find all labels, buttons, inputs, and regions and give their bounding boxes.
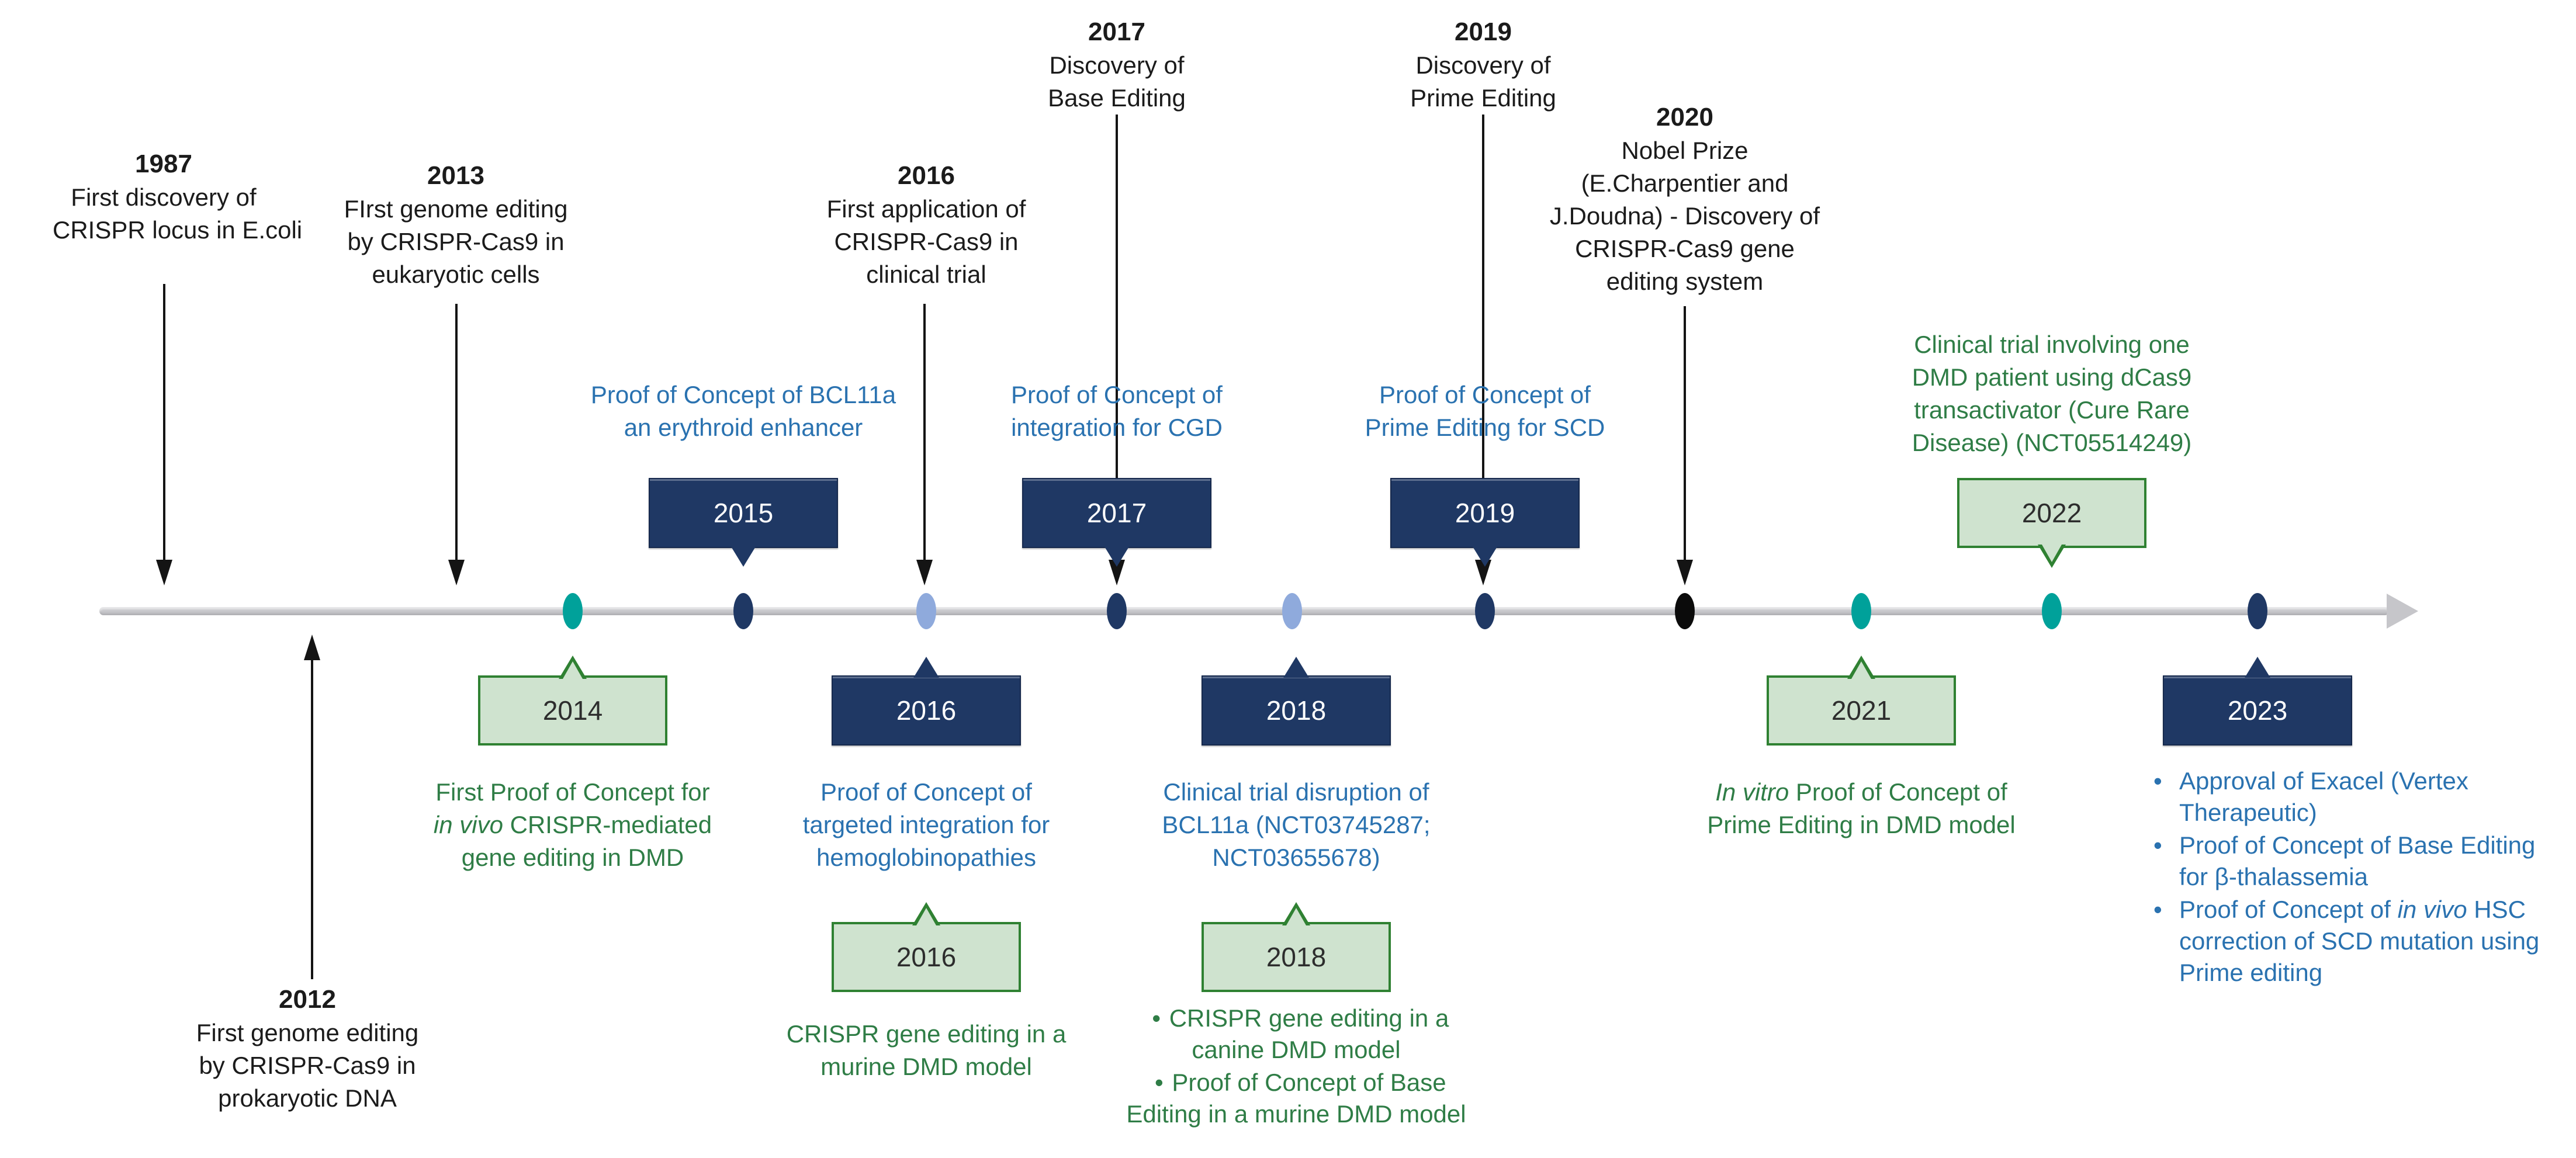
arrow-2012 [311, 659, 313, 979]
annotation-year: 2012 [279, 985, 336, 1014]
pointer-up-icon [2245, 657, 2270, 678]
pointer-up-icon [1283, 657, 1309, 678]
caption-2023-bullets: •Approval of Exacel (Vertex Therapeutic)… [2153, 765, 2563, 990]
timeline-arrowhead-icon [2387, 594, 2418, 629]
year-box-label: 2015 [713, 498, 774, 528]
pointer-down-icon [1472, 546, 1498, 567]
arrow-2019 [1482, 115, 1484, 561]
caption-2022: Clinical trial involving one DMD patient… [1912, 331, 2192, 456]
year-box-2019: 2019 [1390, 478, 1580, 567]
caption-2015: Proof of Concept of BCL11a an erythroid … [590, 381, 896, 441]
pointer-up-icon [913, 657, 939, 678]
bullet-icon: • [2153, 896, 2162, 923]
annotation-2016: 2016 First application of CRISPR-Cas9 in… [801, 159, 1052, 291]
bullet-item: •Proof of Concept of in vivo HSC correct… [2153, 894, 2563, 989]
pointer-up-icon [563, 661, 583, 679]
year-box-2018: 2018 [1202, 657, 1391, 746]
timeline-dot-2023 [2248, 593, 2267, 629]
timeline-dot-2015 [733, 593, 753, 629]
year-box-label: 2022 [2021, 498, 2082, 528]
annotation-year: 1987 [135, 150, 192, 178]
caption-2016-lower: CRISPR gene editing in a murine DMD mode… [786, 1020, 1067, 1080]
arrow-2016 [923, 304, 926, 561]
year-box-label: 2019 [1455, 498, 1515, 528]
timeline-dot-2020 [1675, 593, 1695, 629]
year-box-label: 2016 [896, 942, 957, 972]
caption-2018-lower-bullets: •CRISPR gene editing in a canine DMD mod… [1121, 1003, 1471, 1131]
caption-2019: Proof of Concept of Prime Editing for SC… [1365, 381, 1605, 441]
year-box-2018-lower: 2018 [1202, 902, 1391, 992]
year-box-2014: 2014 [478, 656, 667, 746]
timeline-axis [99, 607, 2389, 615]
timeline-dot-2019 [1475, 593, 1495, 629]
pointer-up-icon [1851, 661, 1871, 679]
year-box-label: 2021 [1831, 695, 1892, 726]
arrow-2012-head [304, 635, 320, 660]
annotation-1987: 1987 First discovery of CRISPR locus in … [53, 147, 302, 247]
year-box-2015: 2015 [649, 478, 838, 567]
arrow-1987 [163, 284, 165, 561]
year-box-2022: 2022 [1957, 478, 2146, 568]
bullet-icon: • [1155, 1069, 1164, 1096]
year-box-label: 2018 [1266, 942, 1327, 972]
year-box-2017: 2017 [1022, 478, 1211, 567]
caption-2014: First Proof of Concept for in vivo CRISP… [433, 778, 712, 871]
arrow-2013-head [448, 560, 465, 585]
timeline-dot-2016 [916, 593, 936, 629]
arrow-2013 [455, 304, 458, 561]
timeline-dot-2022 [2042, 593, 2062, 629]
year-box-2021: 2021 [1767, 656, 1956, 746]
arrow-2020-head [1677, 560, 1693, 585]
annotation-2012: 2012 First genome editing by CRISPR-Cas9… [155, 983, 459, 1115]
annotation-year: 2019 [1455, 18, 1512, 46]
bullet-icon: • [1152, 1004, 1161, 1032]
bullet-icon: • [2153, 767, 2162, 795]
annotation-year: 2017 [1088, 18, 1145, 46]
timeline-dot-2021 [1851, 593, 1871, 629]
pointer-up-icon [916, 908, 936, 925]
timeline-dot-2017 [1107, 593, 1127, 629]
bullet-item: •Proof of Concept of Base Editing for β-… [2153, 830, 2563, 893]
annotation-2020: 2020 Nobel Prize (E.Charpentier and J.Do… [1515, 100, 1854, 298]
pointer-down-icon [2042, 545, 2062, 562]
pointer-down-icon [1104, 546, 1130, 567]
caption-2018: Clinical trial disruption of BCL11a (NCT… [1162, 778, 1431, 871]
bullet-item: •Approval of Exacel (Vertex Therapeutic) [2153, 765, 2563, 828]
annotation-year: 2013 [427, 161, 484, 190]
caption-2017: Proof of Concept of integration for CGD [1011, 381, 1223, 441]
annotation-2019: 2019 Discovery of Prime Editing [1366, 15, 1600, 115]
year-box-label: 2018 [1266, 695, 1327, 726]
year-box-2023: 2023 [2163, 657, 2352, 746]
arrow-1987-head [156, 560, 172, 585]
arrow-2017 [1116, 115, 1118, 561]
timeline-dot-2018 [1282, 593, 1302, 629]
caption-2021: In vitro Proof of Concept of Prime Editi… [1707, 778, 2016, 838]
bullet-icon: • [2153, 831, 2162, 859]
year-box-label: 2017 [1086, 498, 1147, 528]
pointer-up-icon [1286, 908, 1306, 925]
year-box-2016-lower: 2016 [832, 902, 1021, 992]
year-box-label: 2014 [542, 695, 603, 726]
year-box-2016: 2016 [832, 657, 1021, 746]
arrow-2020 [1684, 306, 1686, 561]
caption-2016: Proof of Concept of targeted integration… [802, 778, 1050, 871]
annotation-year: 2020 [1656, 103, 1713, 131]
bullet-item: •Proof of Concept of Base Editing in a m… [1121, 1067, 1471, 1130]
pointer-down-icon [730, 546, 756, 567]
annotation-year: 2016 [898, 161, 955, 190]
year-box-label: 2016 [896, 695, 957, 726]
annotation-2013: 2013 FIrst genome editing by CRISPR-Cas9… [333, 159, 579, 291]
bullet-item: •CRISPR gene editing in a canine DMD mod… [1121, 1003, 1471, 1066]
arrow-2016-head [916, 560, 933, 585]
year-box-label: 2023 [2227, 695, 2288, 726]
timeline-dot-2014 [563, 593, 583, 629]
annotation-2017: 2017 Discovery of Base Editing [1000, 15, 1234, 115]
